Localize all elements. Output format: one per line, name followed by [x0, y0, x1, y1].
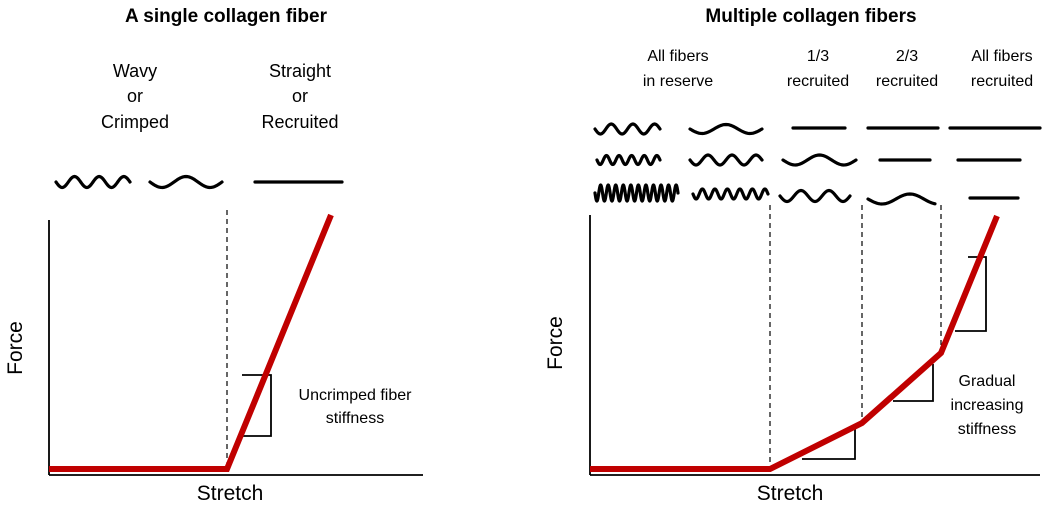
left-x-axis-label: Stretch [197, 482, 264, 505]
right-fiber-icons [593, 122, 1042, 206]
fiber-r1-c1-icon [593, 122, 662, 136]
right-panel: Multiple collagen fibers All fibers in r… [544, 6, 1042, 505]
two-thirds-label-line-2: recruited [876, 73, 938, 90]
left-y-axis-label: Force [4, 321, 27, 375]
wavy-label-line-2: or [127, 86, 143, 106]
reserve-label-line-1: All fibers [647, 48, 708, 65]
fiber-r2-c2-icon [688, 153, 764, 167]
right-panel-title: Multiple collagen fibers [705, 6, 916, 27]
two-thirds-label-line-1: 2/3 [896, 48, 918, 65]
left-panel: A single collagen fiber Wavy or Crimped … [4, 6, 423, 505]
right-annotation-line-3: stiffness [958, 421, 1016, 438]
right-annotation-line-1: Gradual [959, 373, 1016, 390]
all-recruited-label-line-2: recruited [971, 73, 1033, 90]
right-slope-marker-1 [802, 428, 856, 460]
wavy-label-line-3: Crimped [101, 112, 169, 132]
one-third-label-line-1: 1/3 [807, 48, 829, 65]
fiber-r1-c2-icon [688, 122, 764, 136]
right-annotation-line-2: increasing [951, 397, 1024, 414]
straight-label-line-1: Straight [269, 61, 331, 81]
fiber-r3-c1-icon [593, 183, 680, 203]
straight-label-line-3: Recruited [261, 112, 338, 132]
fiber-r3-c3-icon [778, 188, 852, 204]
left-annotation-line-1: Uncrimped fiber [299, 387, 413, 404]
straight-label-line-2: or [292, 86, 308, 106]
fiber-r3-c2-icon [691, 187, 770, 201]
fiber-r3-c4-icon [866, 192, 937, 206]
all-recruited-label-line-1: All fibers [971, 48, 1032, 65]
reserve-label-line-2: in reserve [643, 73, 713, 90]
left-force-stretch-curve [49, 213, 334, 472]
wavy-label-line-1: Wavy [113, 61, 157, 81]
left-annotation-line-2: stiffness [326, 410, 384, 427]
right-x-axis-label: Stretch [757, 482, 824, 505]
right-slope-marker-3 [955, 256, 987, 332]
left-stiffness-slope-marker [242, 374, 272, 437]
right-force-stretch-curve [590, 214, 1000, 472]
fiber-r2-c1-icon [595, 153, 662, 167]
partly-crimped-fiber-icon [148, 174, 224, 190]
left-panel-title: A single collagen fiber [125, 6, 328, 27]
right-slope-marker-2 [893, 364, 934, 402]
fiber-r2-c3-icon [781, 153, 858, 167]
crimped-fiber-icon [54, 174, 132, 190]
one-third-label-line-2: recruited [787, 73, 849, 90]
left-fiber-icons [54, 174, 344, 190]
right-y-axis-label: Force [544, 316, 567, 370]
